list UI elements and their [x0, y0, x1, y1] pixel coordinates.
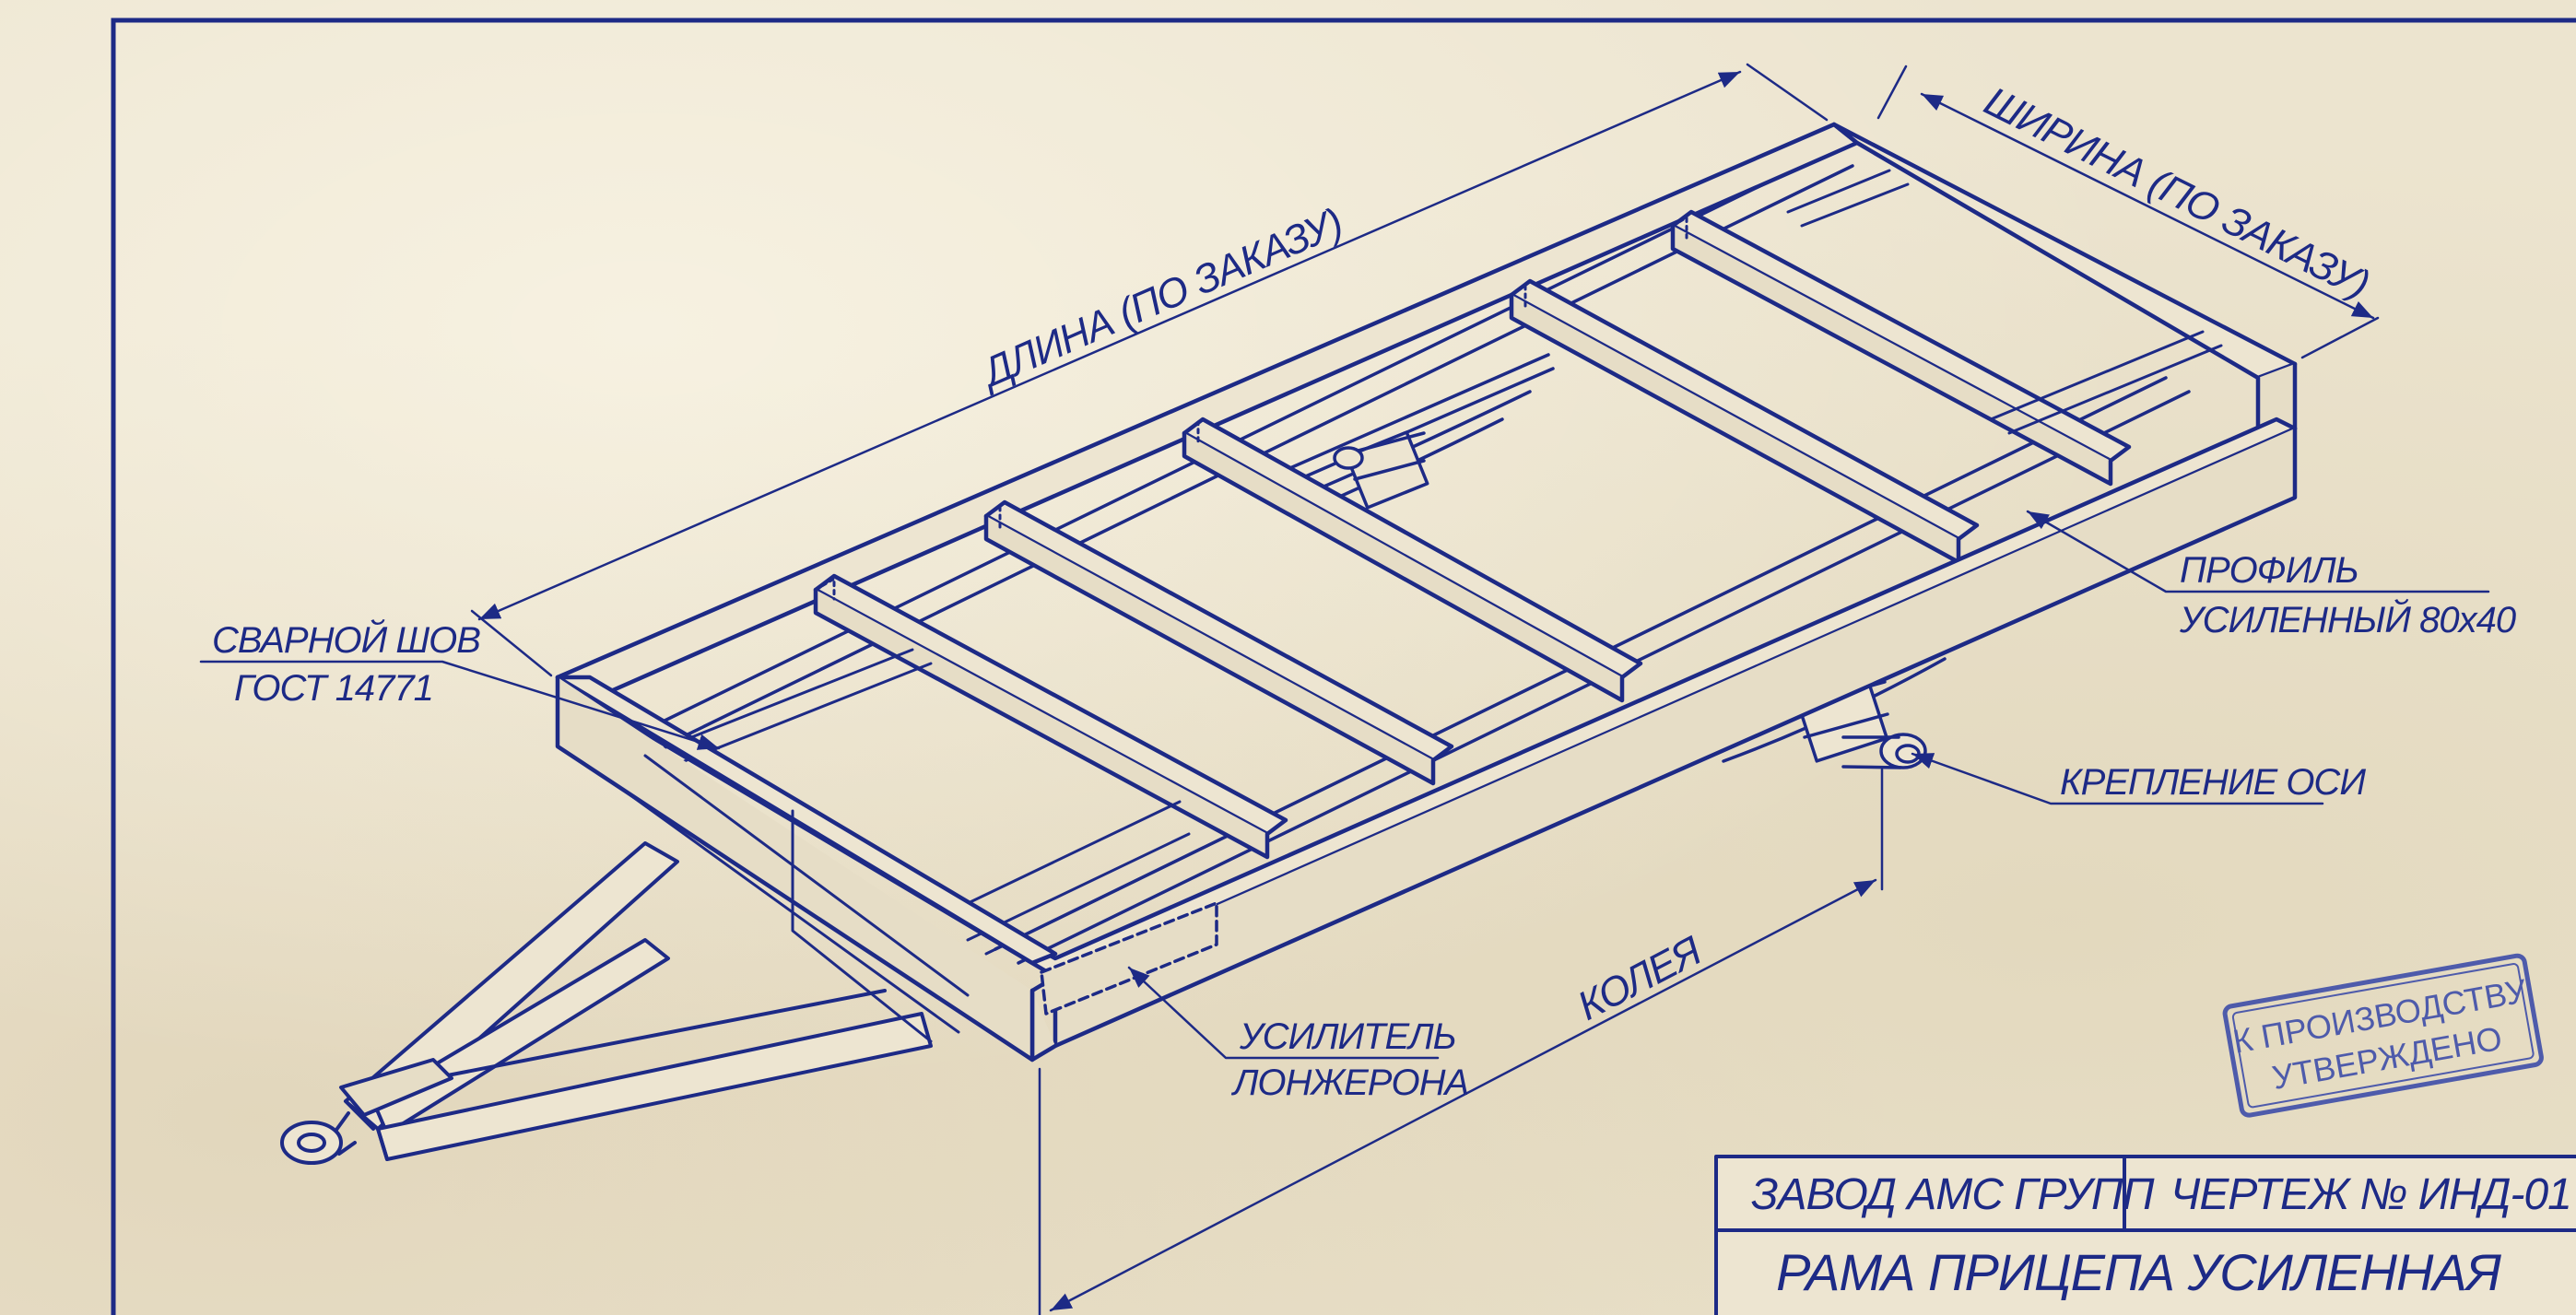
drawing-number: ЧЕРТЕЖ № ИНД-01 — [2170, 1170, 2571, 1219]
weld-label-line1: СВАРНОЙ ШОВ — [212, 618, 480, 661]
profile-label-line1: ПРОФИЛЬ — [2180, 550, 2358, 591]
width-dim-line — [1920, 92, 2375, 320]
weld-label-line2: ГОСТ 14771 — [234, 668, 433, 709]
drawing-title: РАМА ПРИЦЕПА УСИЛЕННАЯ — [1776, 1243, 2502, 1301]
profile-leader — [2026, 510, 2490, 593]
main-frame — [555, 122, 2298, 1063]
track-dimension — [1038, 768, 1884, 1315]
approval-stamp: К ПРОИЗВОДСТВУ УТВЕРЖДЕНО — [2222, 953, 2544, 1118]
company-name: ЗАВОД АМС ГРУПП — [1751, 1170, 2155, 1219]
length-dim-line — [477, 70, 1742, 621]
width-dimension — [1876, 65, 2380, 359]
axle-mount-label: КРЕПЛЕНИЕ ОСИ — [2060, 762, 2366, 803]
length-dimension — [470, 63, 1829, 677]
sheet-border — [111, 18, 2576, 1315]
weld-leader — [199, 660, 721, 750]
width-label: ШИРИНА (ПО ЗАКАЗУ) — [1978, 78, 2376, 307]
drawbar — [280, 841, 933, 1165]
reinforcer-leader — [1127, 966, 1440, 1060]
reinforcer-label-line1: УСИЛИТЕЛЬ — [1239, 1016, 1456, 1057]
track-dim-line — [1049, 878, 1877, 1312]
title-block — [1714, 1155, 2576, 1315]
track-label: КОЛЕЯ — [1570, 928, 1710, 1029]
profile-label-line2: УСИЛЕННЫЙ 80х40 — [2179, 598, 2516, 640]
axle-leader — [1911, 752, 2324, 805]
hitch-ring — [280, 1121, 343, 1165]
reinforcer-label-line2: ЛОНЖЕРОНА — [1230, 1063, 1468, 1103]
